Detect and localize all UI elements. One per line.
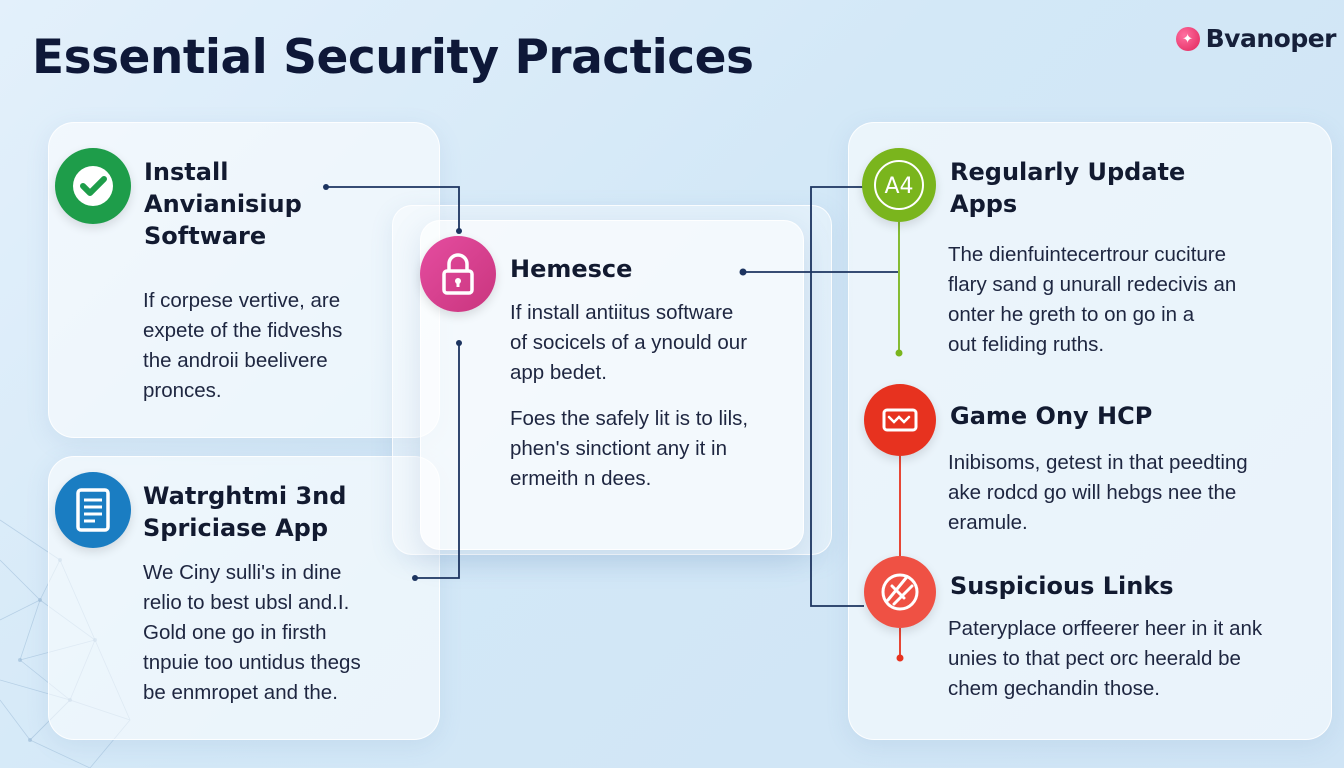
suspicious-links-heading: Suspicious Links [950,570,1320,602]
body-line: out feliding ruths. [948,333,1105,356]
update-apps-body: The dienfuintecertrour cuciture flary sa… [948,240,1318,360]
body-line: The dienfuintecertrour cuciture [948,243,1227,266]
connector-dot [896,654,904,662]
body-line: app bedet. [510,361,607,384]
center-heading: Hemesce [510,255,633,283]
suspicious-links-body: Pateryplace orffeerer heer in it ank uni… [948,614,1318,704]
heading-line: Suspicious Links [950,572,1174,600]
body-line: Inibisoms, getest in that peedting [948,451,1248,474]
body-line: eramule. [948,511,1028,534]
broken-link-icon [864,556,936,628]
heading-line: Install [144,158,229,186]
body-line: If corpese vertive, are [143,289,341,312]
brand: ✦ Bvanoper [1175,24,1337,53]
third-party-app-heading: Watrghtmi 3nd Spriciase App [143,480,433,544]
body-line: If install antiitus software [510,301,734,324]
brand-name: Bvanoper [1205,24,1337,53]
document-icon [55,472,131,548]
game-controller-icon [864,384,936,456]
body-line: of socicels of a ynould our [510,331,748,354]
connector-dot [412,575,418,581]
lock-icon [420,236,496,312]
center-body-paragraph-2: Foes the safely lit is to lils, phen's s… [510,404,800,494]
heading-line: Software [144,222,267,250]
heading-line: Anvianisiup [144,190,302,218]
heading-line: Apps [950,190,1018,218]
heading-line: Watrghtmi 3nd [143,482,347,510]
heading-line: Game Ony HCP [950,402,1153,430]
body-line: relio to best ubsl and.I. [143,591,350,614]
body-line: Foes the safely lit is to lils, [510,407,749,430]
game-body: Inibisoms, getest in that peedting ake r… [948,448,1318,538]
body-line: the androii beelivere [143,349,328,372]
body-line: tnpuie too untidus thegs [143,651,361,674]
connector-center-to-third-party [415,343,460,579]
connector-dot [456,340,462,346]
heading-line: Spriciase App [143,514,329,542]
body-line: be enmropet and the. [143,681,338,704]
body-line: Gold one go in firsth [143,621,327,644]
page-title: Essential Security Practices [32,30,754,85]
install-software-heading: Install Anvianisiup Software [144,156,434,252]
center-body-paragraph-1: If install antiitus software of socicels… [510,298,800,388]
connector-dot [739,268,747,276]
heading-line: Regularly Update [950,158,1186,186]
body-line: pronces. [143,379,222,402]
connector-dot [895,349,903,357]
body-line: We Ciny sulli's in dine [143,561,342,584]
body-line: phen's sinctiont any it in [510,437,728,460]
game-heading: Game Ony HCP [950,400,1320,432]
body-line: flary sand g unurall redecivis an [948,273,1237,296]
install-software-body: If corpese vertive, are expete of the fi… [143,286,433,406]
brand-logo-icon: ✦ [1175,26,1200,51]
app-update-icon-text: A4 [884,174,913,199]
body-line: expete of the fidveshs [143,319,343,342]
body-line: ake rodcd go will hebgs nee the [948,481,1237,504]
body-line: unies to that pect orc heerald be [948,647,1241,670]
body-line: ermeith n dees. [510,467,652,490]
checkmark-icon [55,148,131,224]
update-apps-heading: Regularly Update Apps [950,156,1320,220]
connector-dot [456,228,462,234]
body-line: onter he greth to on go in a [948,303,1195,326]
connector-install-to-center [326,186,460,231]
connector-right-spine [810,186,864,607]
third-party-app-body: We Ciny sulli's in dine relio to best ub… [143,558,433,708]
body-line: Pateryplace orffeerer heer in it ank [948,617,1263,640]
body-line: chem gechandin those. [948,677,1160,700]
app-update-icon: A4 [862,148,936,222]
connector-dot [323,184,329,190]
